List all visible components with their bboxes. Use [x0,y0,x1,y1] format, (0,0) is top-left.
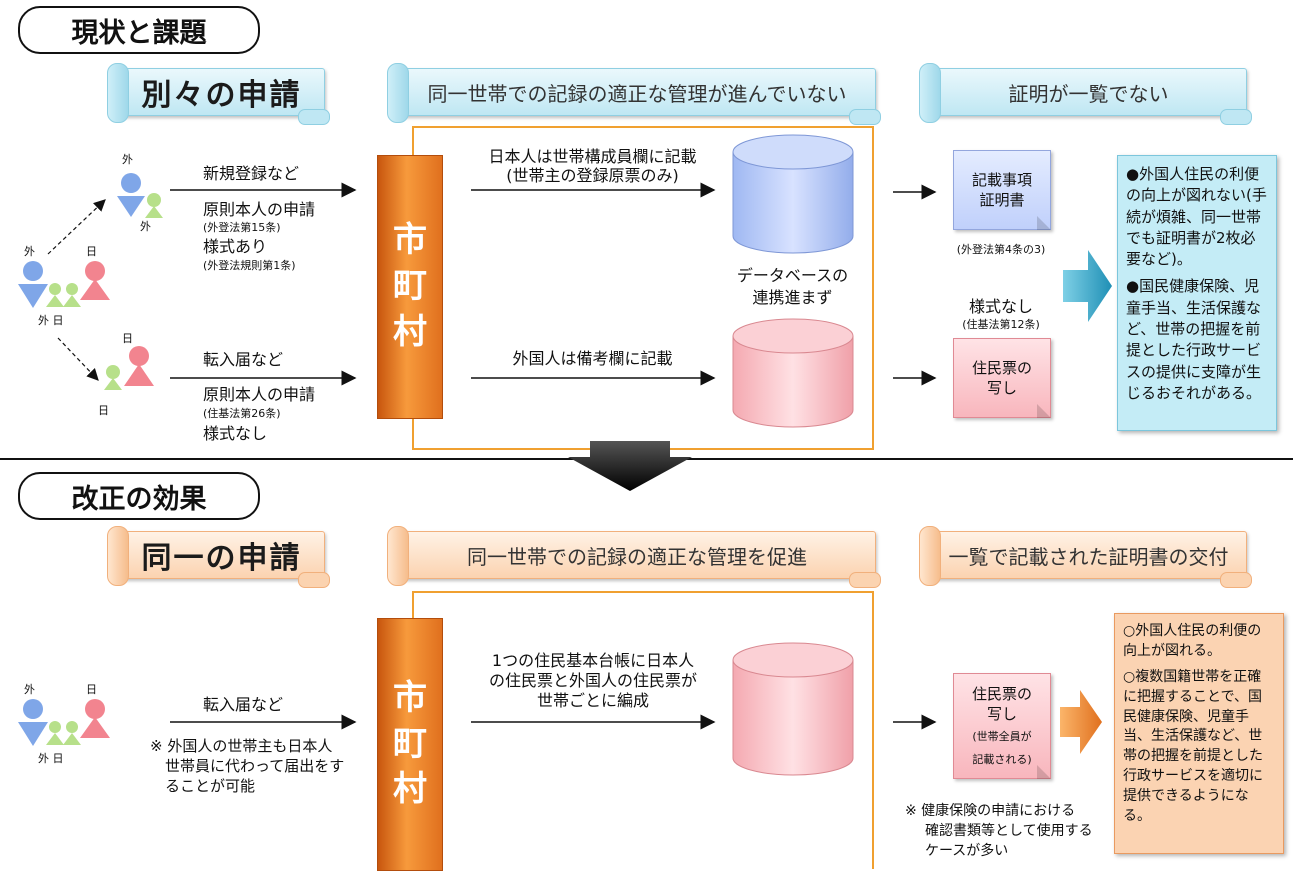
japanese-resident-icon [104,346,154,390]
residence-certificate-document: 住民票の 写し (世帯全員が 記載される) [953,673,1051,779]
upper-flow-law: (外登法第15条) [203,221,281,234]
lower-flow-title: 転入届など [203,350,284,369]
bottom-flow-note: 世帯員に代わって届出をす [165,757,345,775]
bottom-flow-title: 転入届など [203,695,284,714]
db-unified-note: の住民票と外国人の住民票が [488,671,697,690]
label-nichi: 日 [122,332,133,345]
person-group-icon [18,699,110,746]
section-title-current: 現状と課題 [18,6,260,54]
lower-flow-law: (住基法第26条) [203,407,281,420]
db-unified-note: 1つの住民基本台帳に日本人 [491,651,695,670]
foreign-resident-icon [117,173,163,218]
lower-flow-form: 様式なし [203,424,268,443]
municipality-pillar: 市 町 村 [377,618,443,871]
residence-doc-head: 様式なし [968,297,1033,316]
bottom-flow-note: ※ 外国人の世帯主も日本人 [150,737,333,755]
residence-doc-law: (住基法第12条) [962,318,1040,331]
db-upper-note-sub: (世帯主の登録原票のみ) [506,166,679,185]
certificate-law: (外登法第4条の3) [956,243,1046,256]
result-arrow-icon [1063,250,1112,322]
footnote: ケースが多い [925,843,1009,859]
label-nichi: 日 [98,404,109,417]
db-link-note-sub: 連携進まず [752,288,833,307]
residence-certificate-document: 住民票の写し [953,338,1051,418]
label-gai: 外 [24,683,35,696]
label-nichi: 日 [86,245,97,258]
label-gai-nichi: 外 日 [38,752,64,765]
issues-panel: ●外国人住民の利便の向上が図れない(手続が煩雑、同一世帯でも証明書が2枚必要など… [1117,155,1277,431]
label-gai: 外 [140,220,151,233]
certificate-document: 記載事項証明書 [953,150,1051,230]
database-japanese-cylinder [732,134,854,254]
footnote: 確認書類等として使用する [925,823,1093,839]
banner-single-application: 同一の申請 [107,526,330,588]
label-gai: 外 [24,245,35,258]
result-arrow-icon [1060,690,1102,754]
banner-records-management-issue: 同一世帯での記録の適正な管理が進んでいない [387,63,881,125]
footnote: ※ 健康保険の申請における [905,803,1076,819]
upper-flow-law: (外登法規則第1条) [203,259,296,272]
effects-panel: ○外国人住民の利便の向上が図れる。 ○複数国籍世帯を正確に把握することで、国民健… [1114,613,1284,854]
upper-flow-text: 原則本人の申請 [203,200,316,219]
upper-flow-title: 新規登録など [203,164,300,183]
banner-certificate-issue: 証明が一覧でない [919,63,1252,125]
top-diagram-graphics [0,126,1293,460]
banner-certificate-issuance: 一覧で記載された証明書の交付 [919,526,1252,588]
db-link-note: データベースの [736,266,849,285]
label-gai-nichi: 外 日 [38,314,64,327]
down-arrow-icon [568,441,692,491]
database-unified-cylinder [732,642,854,776]
label-nichi: 日 [86,683,97,696]
lower-flow-text: 原則本人の申請 [203,385,316,404]
db-lower-note: 外国人は備考欄に記載 [512,349,673,368]
section-title-effect: 改正の効果 [18,472,260,520]
person-group-icon [18,261,110,308]
municipality-pillar: 市 町 村 [377,155,443,419]
banner-records-management-promote: 同一世帯での記録の適正な管理を促進 [387,526,881,588]
database-foreign-cylinder [732,318,854,428]
upper-flow-form: 様式あり [203,237,268,256]
label-gai: 外 [122,153,133,166]
bottom-flow-note: ることが可能 [165,777,256,795]
banner-separate-application: 別々の申請 [107,63,330,125]
db-upper-note: 日本人は世帯構成員欄に記載 [488,147,697,166]
db-unified-note: 世帯ごとに編成 [536,691,649,710]
